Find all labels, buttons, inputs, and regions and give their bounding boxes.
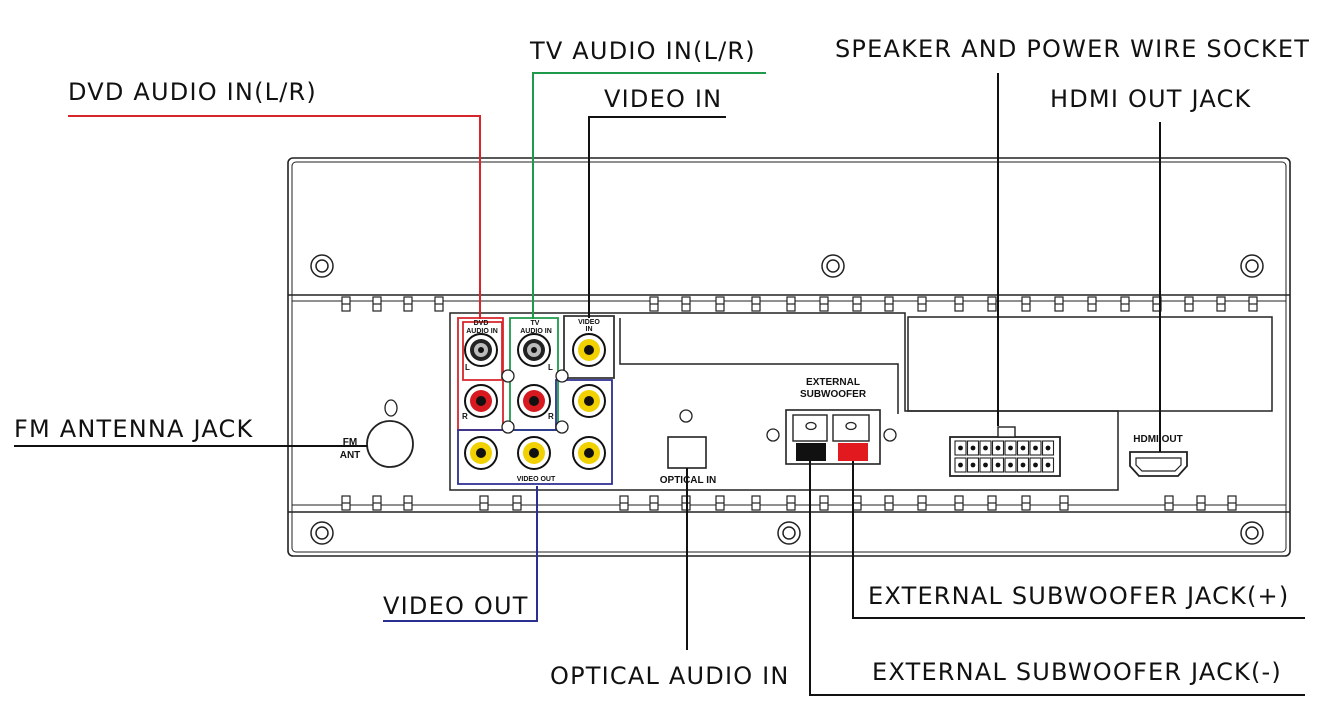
callout-hdmi-out: HDMI OUT JACK <box>1050 85 1251 113</box>
callout-speaker-power: SPEAKER AND POWER WIRE SOCKET <box>835 35 1310 63</box>
leader-video-out <box>383 486 538 622</box>
tv-audio-l-jack[interactable] <box>517 333 551 367</box>
panel-label-hdmi-out: HDMI OUT <box>1133 434 1182 445</box>
socket-pin <box>1008 462 1013 468</box>
panel-label-fm: FM <box>343 437 357 448</box>
callout-optical-audio-in: OPTICAL AUDIO IN <box>550 662 790 690</box>
callout-video-out: VIDEO OUT <box>383 592 529 620</box>
callout-subwoofer-minus: EXTERNAL SUBWOOFER JACK(-) <box>872 658 1282 686</box>
panel-label-video: VIDEO <box>578 319 600 326</box>
panel-label-ant: ANT <box>340 450 361 461</box>
panel-label-tv: TV <box>531 320 540 327</box>
callout-video-in: VIDEO IN <box>604 85 722 113</box>
speaker-power-socket[interactable] <box>949 426 1061 477</box>
video-in-jack[interactable] <box>572 333 606 367</box>
connector-panel <box>449 312 1273 491</box>
screws <box>310 254 1264 545</box>
socket-pin <box>1033 462 1038 468</box>
socket-pin <box>958 445 963 451</box>
rca-jacks <box>464 333 606 470</box>
leader-subwoofer-plus <box>852 461 1305 619</box>
leader-subwoofer-minus <box>809 461 1305 696</box>
socket-pin <box>1020 462 1026 468</box>
socket-pin <box>958 462 963 468</box>
video-out-jack-1[interactable] <box>572 384 606 418</box>
fm-antenna-jack[interactable] <box>366 420 414 468</box>
dvd-audio-r-jack[interactable] <box>464 384 498 418</box>
panel-label-external: EXTERNAL <box>806 377 860 388</box>
mounting-holes <box>384 369 897 442</box>
panel-label-tv-audio-in: AUDIO IN <box>520 328 552 335</box>
socket-pin <box>1008 445 1013 451</box>
socket-pin <box>1020 445 1026 451</box>
subwoofer-terminals[interactable] <box>785 409 881 465</box>
leader-tv-audio-in <box>532 72 766 319</box>
panel-label-dvd-audio-in: AUDIO IN <box>466 328 498 335</box>
leader-lines <box>14 72 1305 696</box>
subwoofer-minus-terminal[interactable] <box>796 443 826 461</box>
callout-subwoofer-plus: EXTERNAL SUBWOOFER JACK(+) <box>868 582 1289 610</box>
optical-in-port[interactable] <box>667 436 707 469</box>
vent-slots-top <box>341 296 1258 312</box>
panel-label-video-out: VIDEO OUT <box>517 476 556 483</box>
panel-label-r-dvd: R <box>462 412 468 421</box>
vent-slots-bottom <box>341 495 1237 511</box>
socket-pin <box>995 445 1001 451</box>
socket-pins <box>954 440 1055 473</box>
tv-audio-r-jack[interactable] <box>517 384 551 418</box>
subwoofer-plus-terminal[interactable] <box>838 443 868 461</box>
hdmi-out-port[interactable] <box>1129 451 1188 477</box>
panel-label-r-tv: R <box>548 412 554 421</box>
panel-label-dvd: DVD <box>474 320 489 327</box>
dvd-audio-l-jack[interactable] <box>464 333 498 367</box>
socket-pin <box>995 462 1001 468</box>
video-out-jack-4[interactable] <box>572 436 606 470</box>
socket-pin <box>1033 445 1038 451</box>
socket-pin <box>970 445 976 451</box>
socket-pin <box>1045 462 1051 468</box>
video-out-jack-3[interactable] <box>517 436 551 470</box>
leader-dvd-audio-in <box>68 115 481 319</box>
socket-pin <box>983 462 988 468</box>
socket-pin <box>983 445 988 451</box>
panel-label-l-tv: L <box>548 363 553 372</box>
callout-fm-antenna: FM ANTENNA JACK <box>14 415 253 443</box>
callout-labels: DVD AUDIO IN(L/R) TV AUDIO IN(L/R) VIDEO… <box>14 35 1310 690</box>
callout-dvd-audio-in: DVD AUDIO IN(L/R) <box>68 78 317 106</box>
panel-label-subwoofer: SUBWOOFER <box>800 389 867 400</box>
video-out-jack-2[interactable] <box>464 436 498 470</box>
panel-label-l-dvd: L <box>465 363 470 372</box>
panel-label-video-in: IN <box>586 326 593 333</box>
leader-video-in <box>588 116 726 318</box>
callout-tv-audio-in: TV AUDIO IN(L/R) <box>529 37 756 65</box>
socket-pin <box>970 462 976 468</box>
socket-pin <box>1045 445 1051 451</box>
